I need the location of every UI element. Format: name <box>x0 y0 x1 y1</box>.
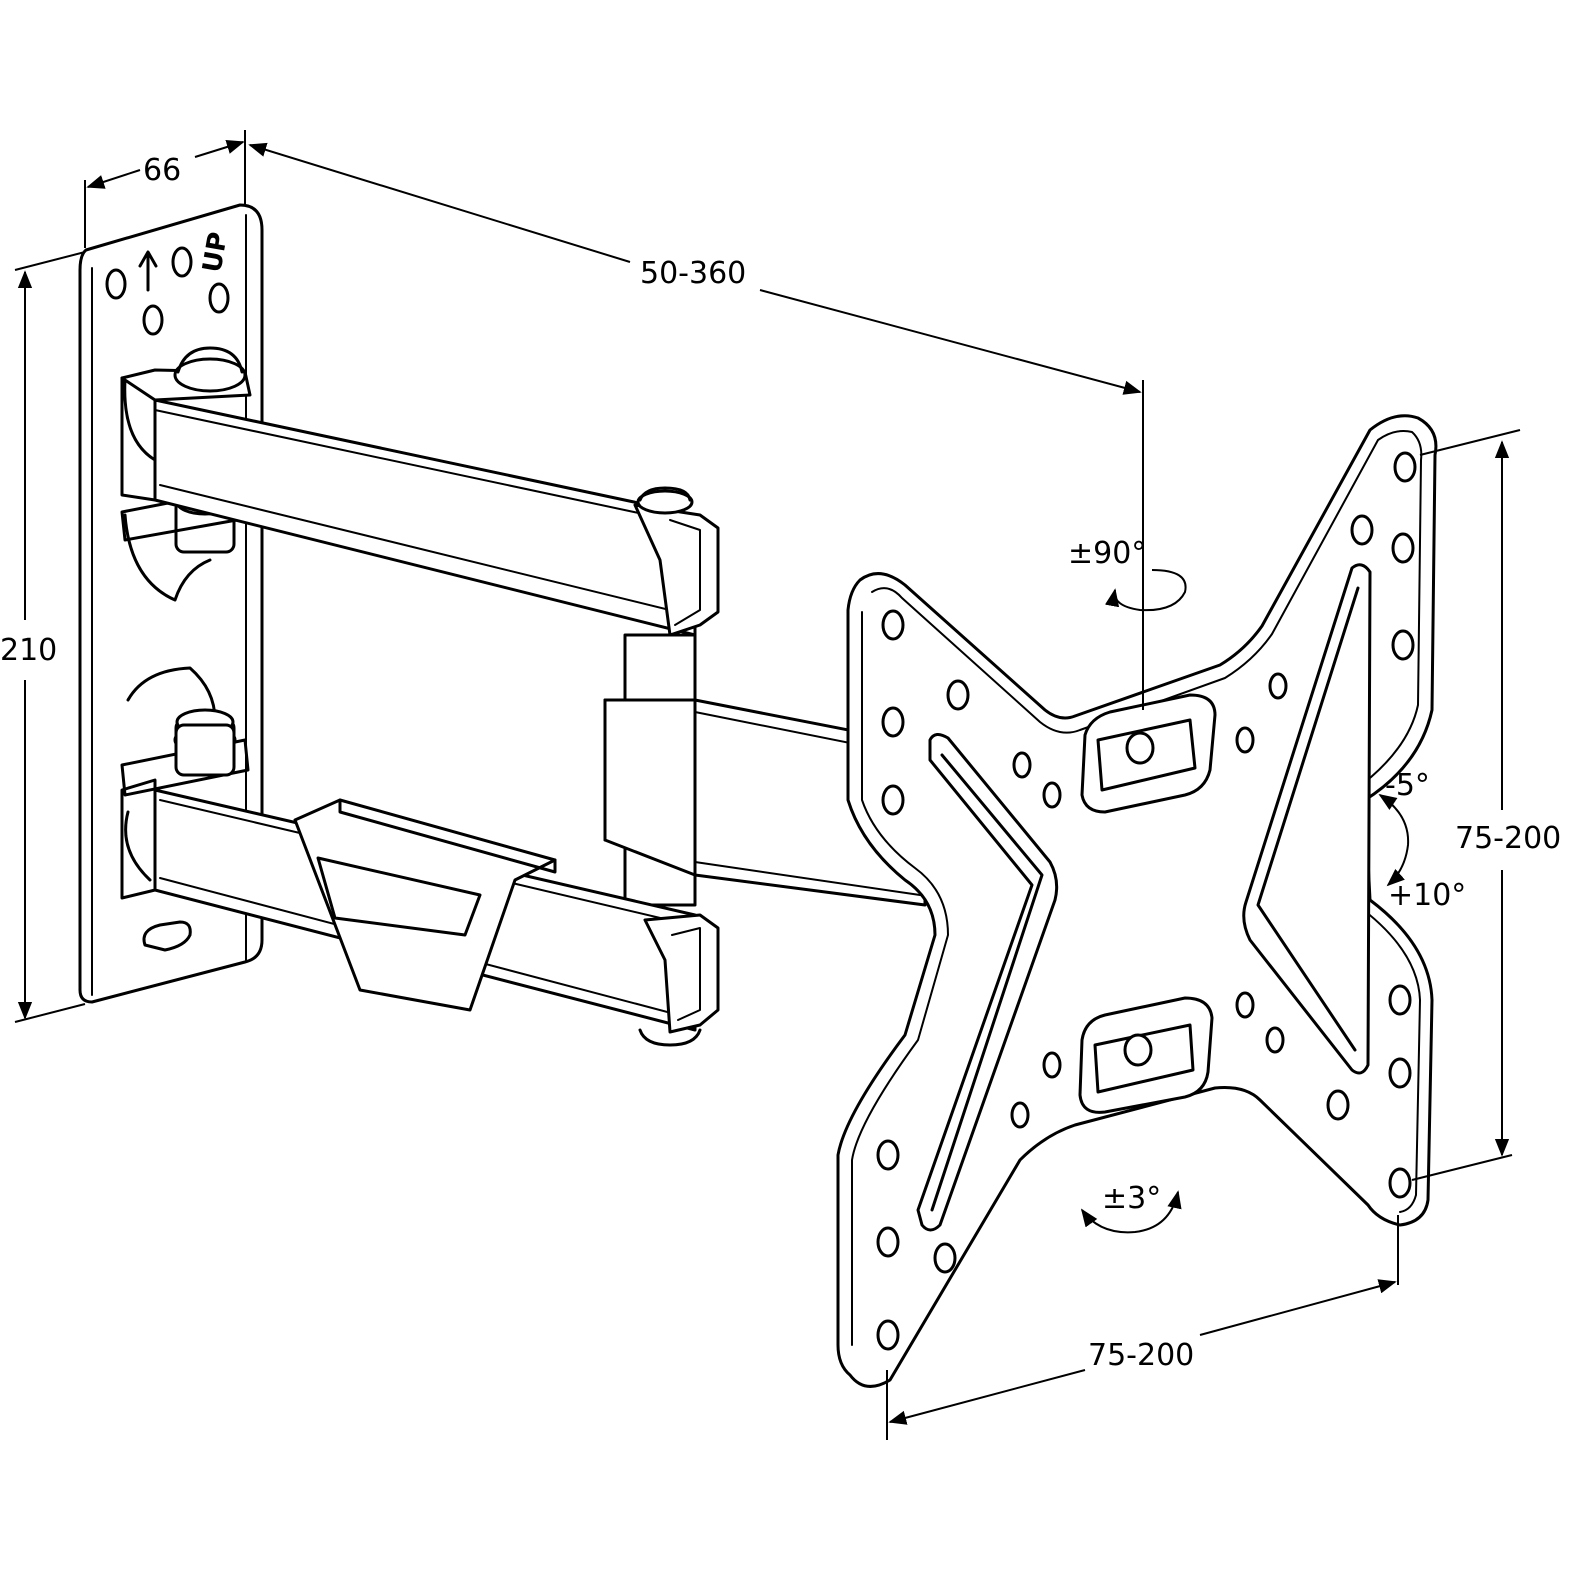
extension-label: 50-360 <box>640 256 746 291</box>
vesa-vertical-label: 75-200 <box>1455 821 1561 856</box>
lower-arm <box>120 723 720 1047</box>
vesa-slot-right <box>1242 563 1372 1075</box>
depth-label: 66 <box>143 153 181 188</box>
rotation-label: ±3° <box>1102 1181 1161 1216</box>
height-label: 210 <box>0 633 57 668</box>
rotation-arrow-icon <box>1080 1190 1182 1234</box>
vesa-horizontal-label: 75-200 <box>1088 1338 1194 1373</box>
up-mark: UP <box>197 230 234 275</box>
tilt-down-label: +10° <box>1388 878 1466 913</box>
plate-hole <box>171 246 193 278</box>
vesa-slot-left <box>916 733 1059 1232</box>
plate-hole <box>142 304 164 336</box>
vesa-plate <box>836 414 1438 1388</box>
dimension-lines <box>14 130 1521 1440</box>
swivel-label: ±90° <box>1068 536 1146 571</box>
plate-hole <box>105 268 127 300</box>
vesa-holes <box>876 451 1417 1351</box>
upper-arm <box>120 346 720 637</box>
tilt-up-label: -5° <box>1385 768 1430 803</box>
tilt-arm <box>603 698 927 907</box>
up-arrow-icon <box>138 250 158 292</box>
tilt-arrow-icon <box>1378 794 1410 887</box>
plate-hole <box>208 282 230 314</box>
swivel-arrow-icon <box>1104 569 1187 612</box>
plate-slot <box>142 920 192 952</box>
